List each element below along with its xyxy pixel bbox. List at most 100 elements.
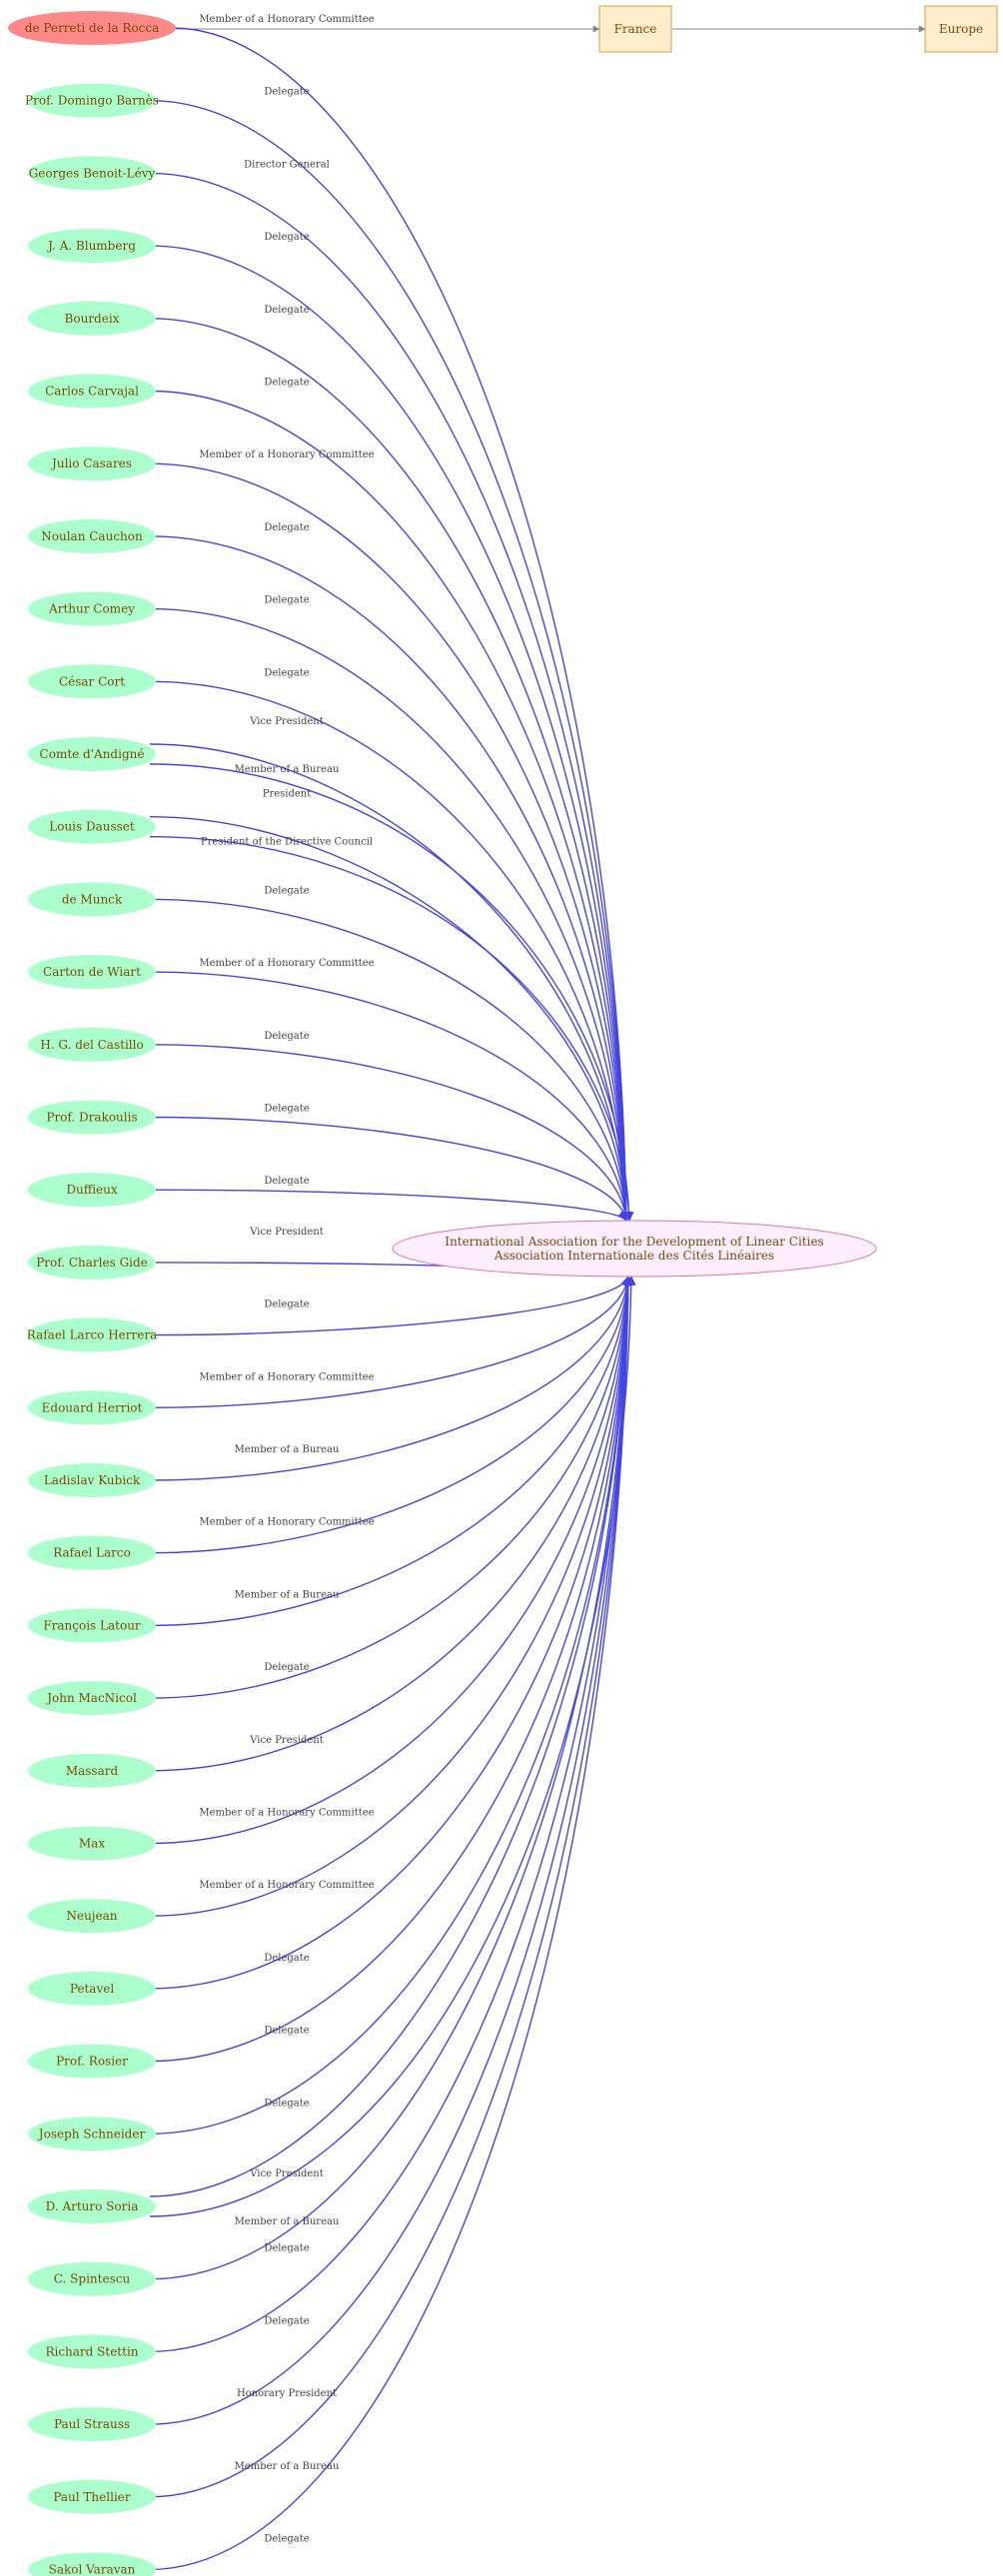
person-node-prof-rosier: Prof. Rosier [28, 2044, 156, 2079]
person-name: Rafael Larco Herrera [27, 1328, 157, 1342]
person-node-noulan-cauchon: Noulan Cauchon [28, 518, 156, 553]
person-node-shape [28, 374, 156, 409]
edge-label: Member of a Honorary Committee [199, 14, 374, 25]
edge-label: Delegate [264, 885, 309, 896]
edge-label: Member of a Honorary Committee [199, 1517, 374, 1528]
org-node-shape [392, 1220, 877, 1278]
edge-duffieux-delegate [149, 1189, 627, 1222]
org-name-english: International Association for the Develo… [445, 1235, 823, 1249]
edge-label: Member of a Bureau [235, 2216, 340, 2227]
person-name: Prof. Domingo Barnès [25, 94, 159, 108]
edge-neujean-member-of-a-honorary-committee [149, 1276, 633, 1917]
place-node-shape [924, 5, 998, 53]
edge-rafael-larco-member-of-a-honorary-committee [149, 1276, 633, 1554]
person-node-massard: Massard [28, 1753, 156, 1788]
edge-labels-layer: Member of a Honorary CommitteeDelegateDi… [199, 14, 374, 2545]
edge-paul-strauss-honorary-president [149, 1276, 633, 2425]
person-node-shape [28, 2407, 156, 2442]
person-node-shape [8, 11, 176, 45]
person-name: Joseph Schneider [37, 2127, 146, 2141]
person-name: Paul Strauss [54, 2417, 130, 2431]
person-node-shape [28, 2334, 156, 2369]
edge-max-member-of-a-honorary-committee [149, 1276, 633, 1845]
edge-label: Delegate [264, 1662, 309, 1673]
person-name: C. Spintescu [54, 2272, 131, 2286]
edge-label: Delegate [264, 595, 309, 606]
edge-louis-dausset-president-of-the-directive-council [149, 836, 634, 1222]
person-node-d-arturo-soria: D. Arturo Soria [28, 2189, 156, 2223]
edge-francois-latour-member-of-a-bureau [149, 1276, 633, 1627]
edge-label: Delegate [264, 2243, 309, 2254]
person-name: Louis Dausset [49, 820, 135, 834]
edges-layer [149, 25, 926, 2571]
person-node-rafael-larco-herrera: Rafael Larco Herrera [27, 1317, 157, 1352]
person-name: John MacNicol [45, 1691, 137, 1705]
edge-louis-dausset-president [149, 816, 631, 1222]
person-node-shape [28, 2552, 156, 2576]
person-node-de-munck: de Munck [28, 882, 156, 917]
person-node-duffieux: Duffieux [28, 1173, 156, 1208]
edge-label: Delegate [264, 522, 309, 533]
person-node-shape [28, 1681, 156, 1716]
person-node-julio-casares: Julio Casares [28, 446, 156, 481]
person-node-cesar-cort: César Cort [28, 664, 156, 699]
edge-massard-vice-president [149, 1276, 633, 1772]
edge-prof-domingo-barnes-delegate [149, 100, 631, 1222]
person-node-shape [28, 2117, 156, 2151]
edge-comte-d-andigne-vice-president [149, 743, 631, 1222]
edge-arthur-comey-delegate [149, 607, 631, 1222]
edge-label: Member of a Bureau [235, 1444, 340, 1455]
edge-label: Delegate [264, 1299, 309, 1310]
edge-prof-drakoulis-delegate [149, 1116, 630, 1222]
person-node-rafael-larco: Rafael Larco [28, 1535, 156, 1570]
edge-label: Member of a Honorary Committee [199, 1808, 374, 1819]
org-node: International Association for the Develo… [392, 1220, 877, 1278]
edge-label: Member of a Honorary Committee [199, 1880, 374, 1891]
edge-prof-rosier-delegate [149, 1276, 633, 2063]
person-node-shape [28, 664, 156, 699]
place-node-europe: Europe [924, 5, 998, 53]
edge-label: Delegate [264, 232, 309, 243]
person-name: Comte d'Andigné [40, 747, 145, 761]
person-node-shape [28, 2044, 156, 2079]
person-node-bourdeix: Bourdeix [28, 301, 156, 336]
edge-label: Delegate [264, 1953, 309, 1964]
edge-label: President of the Directive Council [201, 837, 373, 848]
person-name: Max [79, 1837, 105, 1851]
person-node-sakol-varavan: Sakol Varavan [28, 2552, 156, 2576]
person-node-shape [28, 1535, 156, 1570]
person-node-shape [28, 83, 156, 118]
edge-carlos-carvajal-delegate [149, 390, 631, 1222]
person-node-john-macnicol: John MacNicol [28, 1681, 156, 1716]
edge-label: Delegate [264, 2026, 309, 2037]
edge-paul-thellier-member-of-a-bureau [149, 1276, 633, 2498]
person-name: de Perreti de la Rocca [25, 21, 160, 35]
person-node-shape [28, 2189, 156, 2223]
edge-label: Member of a Bureau [235, 764, 340, 775]
person-name: Richard Stettin [45, 2344, 138, 2358]
place-node-label: Europe [939, 22, 983, 36]
edge-label: Vice President [249, 716, 323, 727]
person-node-shape [28, 955, 156, 990]
edge-de-munck-delegate [149, 898, 631, 1222]
edge-d-arturo-soria-member-of-a-bureau [149, 1276, 636, 2217]
edge-h-g-del-castillo-delegate [149, 1044, 630, 1222]
person-name: César Cort [59, 674, 125, 688]
person-name: de Munck [62, 892, 123, 906]
person-node-max: Max [28, 1826, 156, 1861]
person-name: Rafael Larco [53, 1546, 131, 1560]
person-node-prof-domingo-barnes: Prof. Domingo Barnès [25, 83, 159, 118]
edge-label: Member of a Bureau [235, 1589, 340, 1600]
edge-cesar-cort-delegate [149, 680, 631, 1222]
person-name: Prof. Rosier [56, 2055, 128, 2069]
edge-georges-benoit-levy-director-general [149, 172, 631, 1222]
edge-richard-stettin-delegate [149, 1276, 633, 2353]
person-node-shape [28, 2261, 156, 2296]
person-name: Petavel [70, 1982, 114, 1996]
edge-noulan-cauchon-delegate [149, 535, 631, 1222]
edge-c-spintescu-delegate [149, 1276, 633, 2280]
person-name: Carton de Wiart [43, 965, 141, 979]
edge-edouard-herriot-member-of-a-honorary-committee [149, 1276, 632, 1408]
person-node-richard-stettin: Richard Stettin [28, 2334, 156, 2369]
